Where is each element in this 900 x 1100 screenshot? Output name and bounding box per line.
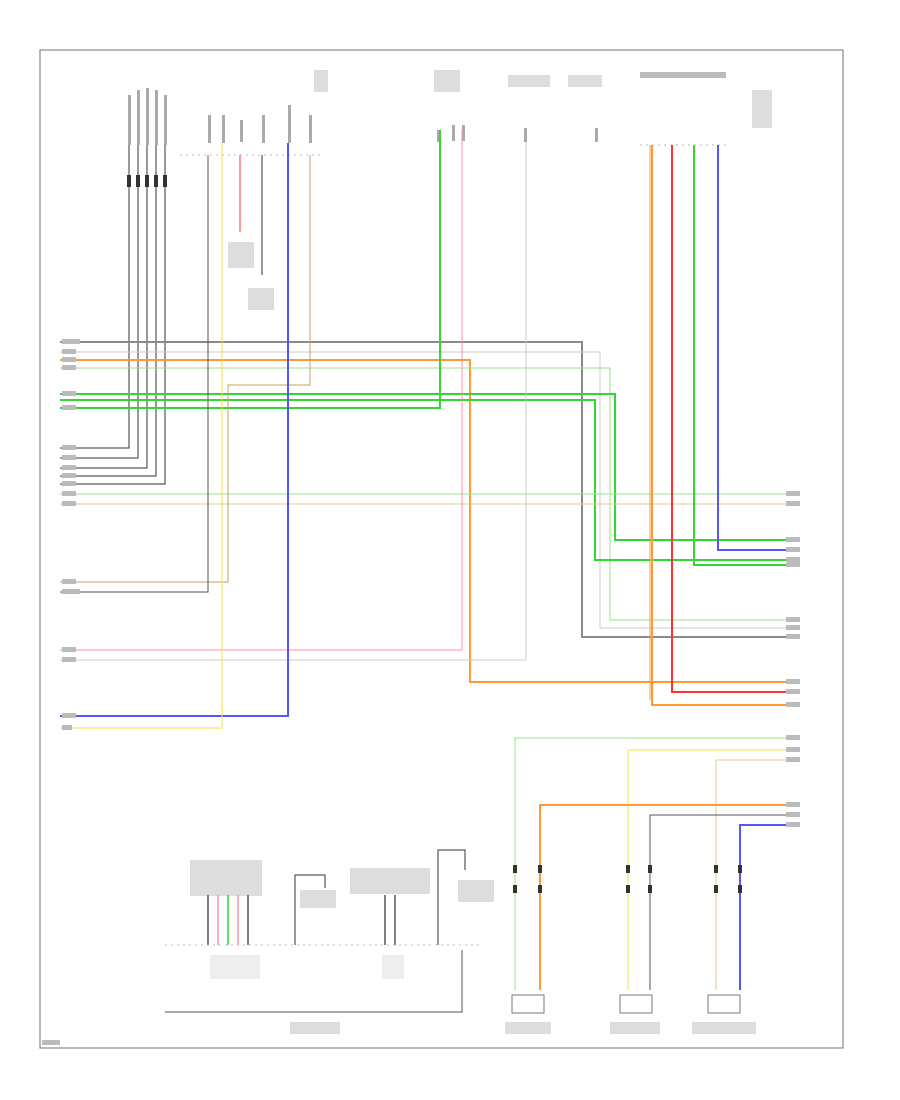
- corner-tag: [42, 1040, 60, 1045]
- speaker-2: [619, 994, 653, 1014]
- speaker-1: [511, 994, 545, 1014]
- wire-bundle: [60, 130, 800, 729]
- diagram-frame: [39, 49, 844, 1049]
- top-center-labels: [314, 70, 772, 146]
- bottom-connector-block: [165, 849, 494, 1034]
- top-left-harness: [60, 88, 167, 485]
- left-pin-labels: [62, 339, 80, 730]
- right-pin-labels: [786, 491, 800, 827]
- top-center-left-connector: [180, 105, 320, 310]
- speaker-wires: [505, 737, 800, 1034]
- speaker-3: [707, 994, 741, 1014]
